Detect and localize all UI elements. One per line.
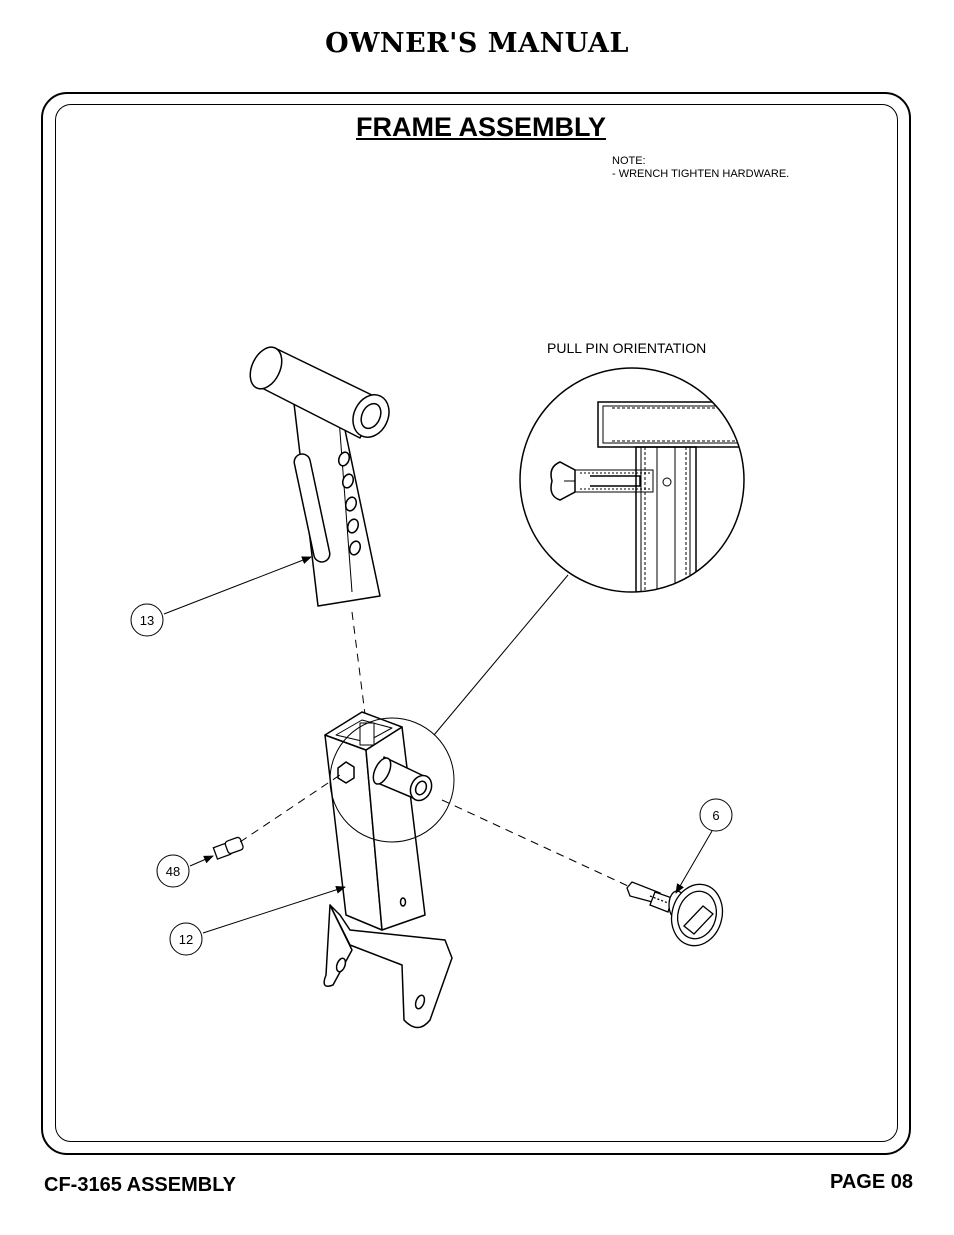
callout-12-label: 12 — [179, 932, 193, 947]
callout-6: 6 — [699, 798, 733, 832]
callout-6-label: 6 — [712, 808, 719, 823]
detail-callout-circle — [329, 717, 455, 843]
page-border-outer — [41, 92, 911, 1155]
callout-48-label: 48 — [166, 864, 180, 879]
section-title: FRAME ASSEMBLY — [355, 112, 607, 142]
detail-label: PULL PIN ORIENTATION — [547, 340, 707, 356]
note-heading: NOTE: — [612, 155, 646, 167]
callout-13: 13 — [130, 603, 164, 637]
assembly-note: NOTE: - WRENCH TIGHTEN HARDWARE. — [612, 155, 789, 181]
callout-48: 48 — [156, 854, 190, 888]
callout-12: 12 — [169, 922, 203, 956]
part-13-upright-insert — [249, 346, 390, 607]
part-48-bolt — [212, 836, 244, 860]
model-label: CF-3165 ASSEMBLY — [44, 1174, 236, 1196]
part-12-frame-upright — [323, 711, 453, 1029]
callout-13-label: 13 — [140, 613, 154, 628]
page-border-inner — [55, 104, 898, 1142]
pull-pin-detail-view — [519, 367, 745, 593]
part-6-pull-pin — [626, 881, 724, 947]
page-number: PAGE 08 — [830, 1171, 913, 1193]
note-line: - WRENCH TIGHTEN HARDWARE. — [612, 168, 790, 180]
manual-title: OWNER'S MANUAL — [325, 28, 629, 59]
